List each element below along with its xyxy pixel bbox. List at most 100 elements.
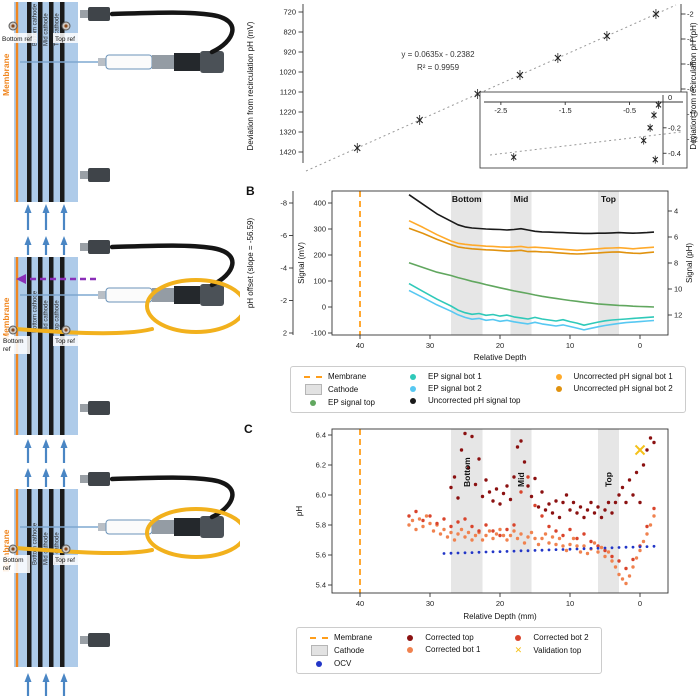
top-ref-electrode [61,325,71,335]
top-ref-label: Top ref [53,555,80,565]
top-ref-electrode [61,21,71,31]
ref-dot-core [64,547,68,551]
top-ref-text: Top ref [55,338,75,345]
svg-text:300: 300 [313,225,326,234]
bottom-connector-plug [80,401,110,415]
flow-arrows-top [24,468,68,487]
legend-label: Cathode [334,646,365,655]
svg-text:10: 10 [566,341,574,350]
svg-text:820: 820 [283,28,296,37]
band-label: Top [601,194,616,204]
legend-label: OCV [334,659,352,668]
svg-text:1420: 1420 [279,148,296,157]
legend-label: Uncorrected pH signal bot 1 [573,372,673,381]
svg-text:Deviation from recirculation p: Deviation from recirculation pH (pH) [689,22,698,149]
band-label: Top [604,472,614,487]
svg-text:12: 12 [674,311,682,320]
cathode-label-top: Top cathode [55,300,61,333]
svg-text:20: 20 [496,341,504,350]
series-ocv [442,544,656,555]
inset-plot: -2.5-1.5-0.5-0.2-0.40 [479,91,688,169]
bottom-ref-label: Bottom ref [0,336,30,354]
legend-marker-dot-icon [403,397,423,404]
svg-text:R² = 0.9959: R² = 0.9959 [417,63,460,72]
flow-arrows-bottom [24,204,68,230]
legend-item-corrected-bot-2: Corrected bot 2 [508,633,589,642]
probe-cable [109,10,235,55]
legend-marker-dot-icon [400,646,420,653]
bottom-ref-label: Bottom ref [0,555,30,573]
svg-text:pH offset (slope = -56.59): pH offset (slope = -56.59) [246,217,255,308]
svg-text:Relative Depth: Relative Depth [474,353,526,362]
legend-item-ep-signal-bot-1: EP signal bot 1 [403,372,521,381]
plug-tip [80,636,88,644]
probe-grip [174,53,200,71]
cell-body [14,489,78,667]
probe-body [105,287,153,303]
legend-item-cathode: Cathode [309,645,372,656]
membrane-label: Membrane [1,529,11,572]
electrode-bar-extra [60,2,65,202]
svg-text:Signal (mV): Signal (mV) [297,242,306,284]
svg-text:8: 8 [674,259,678,268]
label-backing [53,33,80,43]
svg-text:1320: 1320 [279,128,296,137]
legend-label: Uncorrected pH signal bot 2 [573,384,673,393]
legend-marker-dot-icon [403,373,423,380]
probe-tip [98,523,106,531]
cathode-bar-top [49,2,54,202]
cathode-bar-mid [38,257,43,435]
plug-body [88,7,110,21]
svg-text:5.8: 5.8 [316,521,326,530]
series-uncorrected-ph-signal-bot-1 [408,219,655,252]
diagram-panel-3: Membrane Bottom cathode Mid cathode Top … [0,468,240,696]
svg-text:-2: -2 [280,296,287,305]
cathode-label-top: Top cathode [55,13,61,46]
ref-cable-yellow [14,546,154,556]
axis-y-ph: 6.46.26.05.85.65.4pH [295,431,332,590]
probe-cap [200,284,224,306]
svg-text:-0.5: -0.5 [623,106,636,115]
cathode-band [598,429,619,593]
legend-label: Corrected bot 1 [425,645,481,654]
plug-body [88,633,110,647]
ref-cable-loop [145,278,240,334]
legend-label: Validation top [533,646,582,655]
svg-text:0: 0 [638,341,642,350]
svg-text:400: 400 [313,199,326,208]
ref-cable-loop [145,507,240,559]
svg-text:30: 30 [426,599,434,608]
legend-label: Corrected top [425,633,474,642]
svg-text:1220: 1220 [279,108,296,117]
series-uncorrected-ph-signal-bot-2 [408,227,655,255]
legend-marker-dot-icon [549,373,569,380]
bottom-ref-text: Bottom [3,338,24,345]
bottom-ref-electrode [8,21,18,31]
series-corrected-bot-2 [407,475,656,571]
svg-text:-4: -4 [687,35,694,44]
legend-item-ocv: OCV [309,659,372,668]
electrolyte-cell [14,489,78,667]
cathode-label-mid: Mid cathode [44,300,50,333]
band-label: Mid [514,194,529,204]
legend-item-membrane: Membrane [309,633,372,642]
svg-text:-4: -4 [280,264,287,273]
ph-probe [20,516,224,538]
ph-probe [20,51,224,73]
ph-probe [20,284,224,306]
legend-label: Membrane [334,633,373,642]
legend-label: Cathode [328,385,359,394]
probe-cable [109,243,235,288]
svg-text:200: 200 [313,251,326,260]
legend-label: EP signal bot 1 [428,372,482,381]
membrane-label: Membrane [1,53,11,96]
probe-tip [98,58,106,66]
probe-cap [200,516,224,538]
